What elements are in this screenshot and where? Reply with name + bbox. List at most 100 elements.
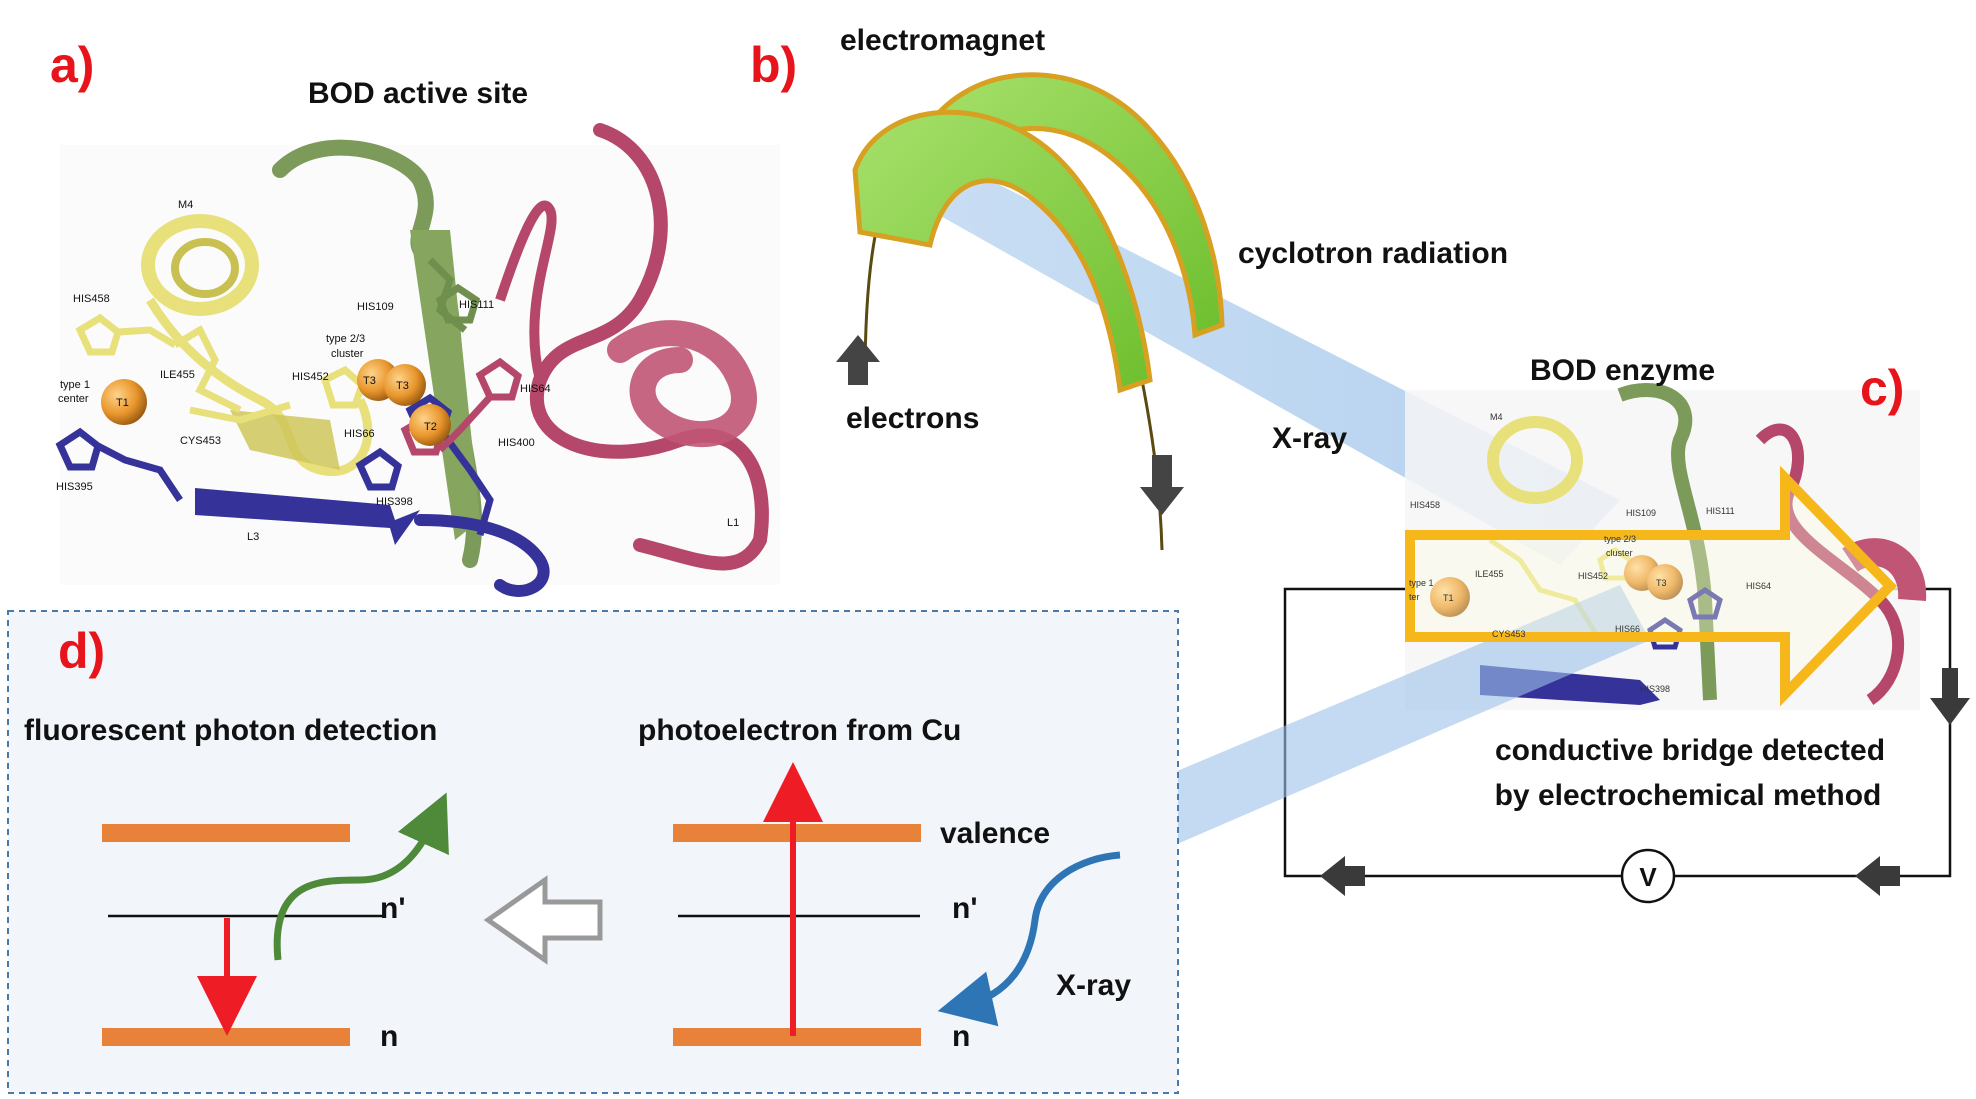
ribbon-blue [195,488,420,545]
circuit-wire [1283,587,1952,878]
mini-label-t3: T3 [1656,578,1667,588]
label-electrons: electrons [846,402,979,435]
ribbon-red-helix [607,320,757,448]
right-level-valence [673,824,921,842]
ribbon-red [529,123,769,571]
voltmeter [1620,848,1676,904]
mini-label-his66: HIS66 [1615,624,1640,634]
label-right-n: n [952,1020,970,1053]
mini-cu-t3b [1647,564,1683,600]
circuit-arrow-right-side [1930,668,1970,725]
cu-t1 [101,379,147,425]
left-arrow-green [273,792,449,961]
label-his109: HIS109 [357,301,394,313]
label-his400: HIS400 [498,437,535,449]
label-ile455: ILE455 [160,369,195,381]
xray-beam-lower [1108,585,1650,860]
panel-a-title: BOD active site [308,77,528,110]
label-left-title: fluorescent photon detection [24,714,437,747]
label-bridge-line1: conductive bridge detected [1495,734,1885,767]
mini-label-t1: T1 [1443,593,1454,603]
label-l1: L1 [727,517,739,529]
label-type23-line1: type 2/3 [326,333,365,345]
ribbon-yellow-sheet [230,410,340,470]
label-t3a: T3 [363,375,376,387]
label-t3b: T3 [396,380,409,392]
sidechains-yellow [75,313,367,424]
helix-yellow [141,214,259,316]
left-level-top [102,824,350,842]
ribbon-red-loop [495,200,557,382]
conductive-bridge-arrow [1405,465,1897,707]
panel-c: V M4 HIS458 HIS109 HIS111 [1101,354,1970,904]
mini-cu-t1 [1430,577,1470,617]
label-t1: T1 [116,397,129,409]
mini-label-his398: HIS398 [1640,684,1670,694]
label-m4: M4 [178,199,193,211]
label-left-n: n [380,1020,398,1053]
electromagnet-front [852,109,1153,394]
mini-label-m4: M4 [1490,412,1503,422]
mini-label-type1: type 1 [1409,578,1434,588]
label-right-title: photoelectron from Cu [638,714,961,747]
label-type23-line2: cluster [331,348,364,360]
label-his398: HIS398 [376,496,413,508]
label-bridge-line2: by electrochemical method [1495,779,1882,812]
left-level-n [102,1028,350,1046]
label-l3: L3 [247,531,259,543]
ribbon-blue-tail [414,514,550,597]
circuit-arrow-bottom-right [1855,856,1900,896]
circuit-arrow-bottom-left [1320,856,1365,896]
label-his66: HIS66 [344,428,375,440]
mini-label-his458: HIS458 [1410,500,1440,510]
right-level-n [673,1028,921,1046]
label-xray-d: X-ray [1056,969,1131,1002]
label-xray-beam: X-ray [1272,422,1347,455]
mini-ribbon-red [1755,423,1905,705]
voltmeter-label: V [1639,862,1657,892]
label-his458: HIS458 [73,293,110,305]
panel-c-letter: c) [1860,360,1904,416]
panel-a: M4 HIS458 ILE455 type 1 center T1 CYS453… [50,37,780,597]
mini-ribbon-green [1617,383,1717,701]
label-t2: T2 [424,421,437,433]
electron-arrow-up [836,335,880,385]
electron-arrow-down [1140,455,1184,515]
label-electromagnet: electromagnet [840,24,1045,57]
mini-label-ter: ter [1409,592,1420,602]
electromagnet-back [917,72,1225,339]
label-type1-line2: center [58,393,89,405]
sidechains-green [427,257,481,333]
label-left-nprime: n' [380,892,405,925]
mini-label-ile455: ILE455 [1475,569,1504,579]
cu-t2 [409,404,451,446]
mini-helix-yellow [1487,416,1583,504]
cu-t3b [384,364,426,406]
mini-label-his111: HIS111 [1706,506,1735,516]
mini-label-his64: HIS64 [1746,581,1771,591]
hollow-arrow [483,875,603,965]
panel-a-letter: a) [50,37,94,93]
helix-yellow-inner [171,238,239,298]
panel-d: d) fluorescent photon detection photoele… [7,610,1179,1094]
label-his452: HIS452 [292,371,329,383]
mini-label-his109: HIS109 [1626,508,1656,518]
label-cys453: CYS453 [180,435,221,447]
mini-label-cys453: CYS453 [1492,629,1526,639]
label-his395: HIS395 [56,481,93,493]
mini-label-his452: HIS452 [1578,571,1608,581]
panel-d-letter: d) [58,623,105,679]
right-arrow-xray [937,851,1121,1027]
label-cyclotron: cyclotron radiation [1238,237,1508,270]
mini-label-cluster: cluster [1606,548,1633,558]
label-his64: HIS64 [520,383,551,395]
label-bod-enzyme: BOD enzyme [1530,354,1715,387]
mini-label-type23: type 2/3 [1604,534,1636,544]
label-right-nprime: n' [952,892,977,925]
panel-b-letter: b) [750,37,797,93]
label-valence: valence [940,817,1050,850]
label-his111: HIS111 [459,299,494,311]
label-type1-line1: type 1 [60,379,90,391]
panel-d-box [7,610,1179,1094]
